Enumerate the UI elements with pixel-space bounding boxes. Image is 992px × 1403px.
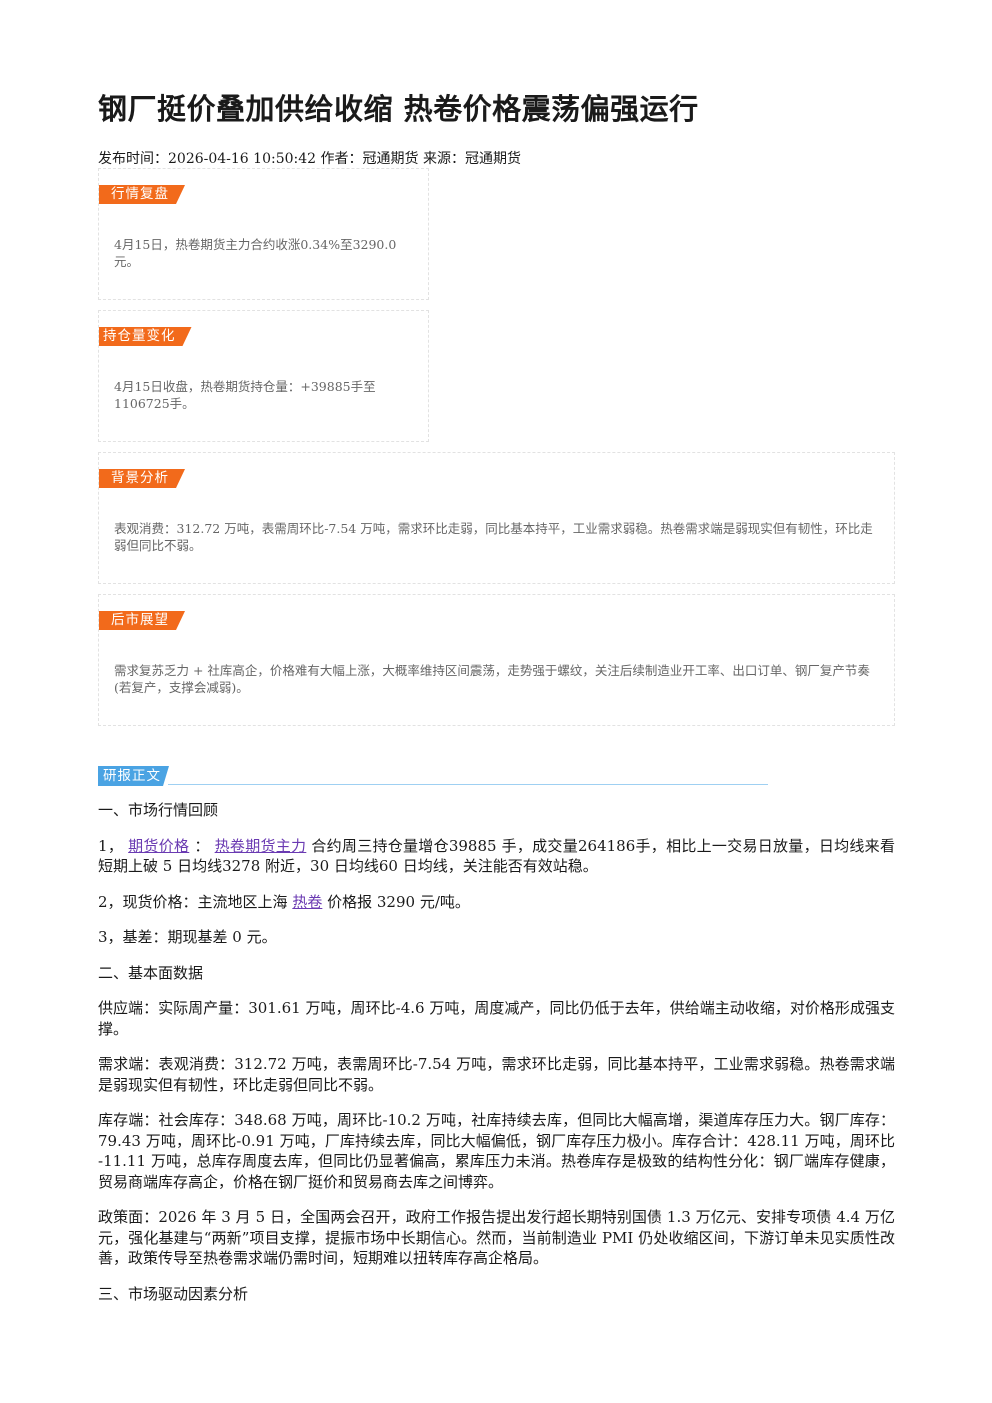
paragraph-basis: 3，基差：期现基差 0 元。 (98, 928, 277, 946)
heading-drivers: 三、市场驱动因素分析 (98, 1284, 249, 1303)
hot-coil-futures-link[interactable]: 热卷期货主力 (214, 836, 307, 855)
paragraph-policy: 政策面：2026 年 3 月 5 日，全国两会召开，政府工作报告提出发行超长期特… (98, 1208, 895, 1267)
summary-tag: 持仓量变化 (99, 327, 192, 346)
p2-rest: 价格报 3290 元/吨。 (327, 892, 470, 911)
hot-coil-link[interactable]: 热卷 (292, 892, 323, 911)
summary-box-market-review: 行情复盘 4月15日，热卷期货主力合约收涨0.34%至3290.0元。 (98, 168, 429, 300)
paragraph-inventory: 库存端：社会库存：348.68 万吨，周环比-10.2 万吨，社库持续去库，但同… (98, 1111, 895, 1191)
paragraph-supply: 供应端：实际周产量：301.61 万吨，周环比-4.6 万吨，周度减产，同比仍低… (98, 999, 895, 1038)
summary-box-open-interest: 持仓量变化 4月15日收盘，热卷期货持仓量：+39885手至1106725手。 (98, 310, 429, 442)
paragraph-demand: 需求端：表观消费：312.72 万吨，表需周环比-7.54 万吨，需求环比走弱，… (98, 1055, 895, 1094)
heading-fundamentals: 二、基本面数据 (98, 963, 204, 982)
p1-prefix: 1， (98, 836, 124, 855)
summary-tag: 行情复盘 (99, 185, 185, 204)
summary-text: 表观消费：312.72 万吨，表需周环比-7.54 万吨，需求环比走弱，同比基本… (114, 521, 873, 553)
futures-price-link[interactable]: 期货价格 (128, 836, 190, 855)
p1-rest: 合约周三持仓量增仓39885 手，成交量264186手，相比上一交易日放量，日均… (98, 836, 895, 876)
report-section-label: 研报正文 (98, 766, 169, 786)
report-body: 一、市场行情回顾 1， 期货价格 ： 热卷期货主力 合约周三持仓量增仓39885… (98, 800, 895, 1319)
paragraph-futures-price: 1， 期货价格 ： 热卷期货主力 合约周三持仓量增仓39885 手，成交量264… (98, 836, 895, 877)
summary-text: 需求复苏乏力 + 社库高企，价格难有大幅上涨，大概率维持区间震荡，走势强于螺纹，… (114, 663, 870, 695)
summary-box-outlook: 后市展望 需求复苏乏力 + 社库高企，价格难有大幅上涨，大概率维持区间震荡，走势… (98, 594, 895, 726)
article-title: 钢厂挺价叠加供给收缩 热卷价格震荡偏强运行 (98, 92, 699, 126)
summary-text: 4月15日，热卷期货主力合约收涨0.34%至3290.0元。 (114, 237, 397, 269)
section-divider (168, 784, 768, 785)
summary-tag: 背景分析 (99, 469, 185, 488)
paragraph-spot-price: 2，现货价格：主流地区上海 热卷 价格报 3290 元/吨。 (98, 892, 895, 913)
article-meta: 发布时间：2026-04-16 10:50:42 作者：冠通期货 来源：冠通期货 (98, 151, 521, 167)
p2-prefix: 2，现货价格：主流地区上海 (98, 892, 288, 911)
summary-box-background: 背景分析 表观消费：312.72 万吨，表需周环比-7.54 万吨，需求环比走弱… (98, 452, 895, 584)
p1-sep: ： (194, 836, 210, 855)
heading-market-review: 一、市场行情回顾 (98, 801, 219, 819)
summary-text: 4月15日收盘，热卷期货持仓量：+39885手至1106725手。 (114, 379, 376, 411)
summary-tag: 后市展望 (99, 611, 185, 630)
